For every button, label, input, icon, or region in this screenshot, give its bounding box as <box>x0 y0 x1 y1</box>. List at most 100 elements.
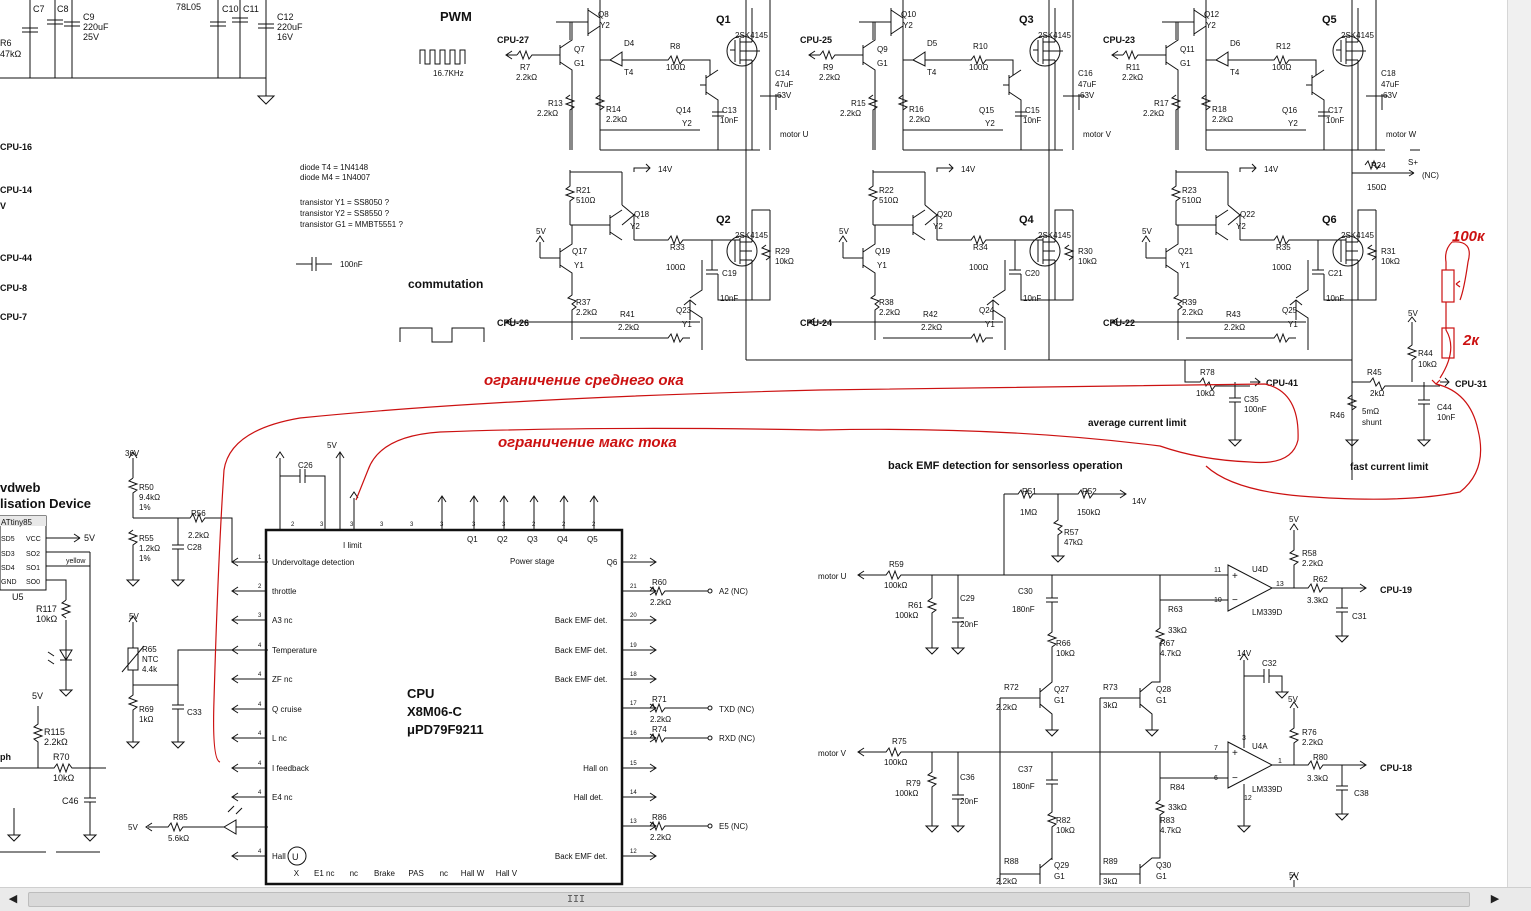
u4a-plus: + <box>1232 748 1238 759</box>
cpu-right-pin-num: 14 <box>630 790 637 796</box>
cpu-bottom-pin-label: nc <box>350 869 358 878</box>
r46-value: 5mΩ <box>1362 407 1379 416</box>
mosfet-outline <box>1029 35 1061 67</box>
cpu-bottom-pin-label: Hall V <box>496 869 518 878</box>
scroll-right-button[interactable]: ▶ <box>1490 892 1500 905</box>
u4d-pin10: 10 <box>1214 597 1222 604</box>
cpu-part: μPD79F9211 <box>407 722 484 737</box>
c-gate-label: C13 <box>722 106 737 115</box>
device-title: lisation Device <box>0 496 91 511</box>
q-top-label: Q5 <box>1322 14 1337 26</box>
cpu-left-pin-num: 4 <box>258 643 262 649</box>
u4d-pin11: 11 <box>1214 567 1221 574</box>
q-top-type: 2SK4145 <box>735 31 768 40</box>
cpu44-label: CPU-44 <box>0 253 32 263</box>
motor-label: motor V <box>1083 130 1112 139</box>
scrollbar-thumb[interactable]: III <box>28 892 1470 907</box>
r69-label: R69 <box>139 705 154 714</box>
r-h-value: 510Ω <box>1182 196 1201 205</box>
so1-pin: SO1 <box>26 565 40 572</box>
cpu-left-pin-label: I feedback <box>272 764 310 773</box>
horizontal-scrollbar[interactable]: ◀ III ▶ <box>0 887 1531 911</box>
cpu-left-pin-num: 4 <box>258 790 262 796</box>
u4a-pin12: 12 <box>1244 795 1252 802</box>
vertical-scrollbar[interactable] <box>1507 0 1531 887</box>
q-off2-type: Y1 <box>682 320 692 329</box>
r74-label: R74 <box>652 725 667 734</box>
sd5-pin: SD5 <box>1 536 15 543</box>
c-bulk-value: 47uF <box>1381 80 1399 89</box>
wire <box>469 495 479 530</box>
r115-label: R115 <box>44 727 65 737</box>
wire <box>231 704 266 714</box>
r57-value: 47kΩ <box>1064 538 1083 547</box>
r82-value: 10kΩ <box>1056 826 1075 835</box>
u4d-5v: 5V <box>1289 515 1299 524</box>
q-drv-type: G1 <box>574 59 585 68</box>
r24-label: R24 <box>1371 161 1386 170</box>
cpu-top-pin-num: 3 <box>472 522 476 528</box>
u4d-part: LM339D <box>1252 608 1282 617</box>
q-bot-label: Q2 <box>716 214 731 226</box>
wire <box>231 586 266 596</box>
r78-value: 10kΩ <box>1196 389 1215 398</box>
u4a-pin1: 1 <box>1278 758 1282 765</box>
cpu-right-pin-label: Back EMF det. <box>555 616 607 625</box>
wire <box>529 495 539 530</box>
q-pre-type: Y2 <box>903 21 913 30</box>
r84-label: R84 <box>1170 783 1185 792</box>
u4d-label: U4D <box>1252 565 1268 574</box>
r115-value: 2.2kΩ <box>44 737 68 747</box>
q-pre-label: Q10 <box>901 10 917 19</box>
cpu-in-label: CPU-27 <box>497 35 529 45</box>
r79-label: R79 <box>906 779 921 788</box>
r-g2-label: R35 <box>1276 243 1291 252</box>
u4d-plus: + <box>1232 571 1238 582</box>
r52-label: R52 <box>1082 487 1097 496</box>
wire <box>231 733 266 743</box>
cpu-left-pin-label: Q cruise <box>272 705 302 714</box>
c12-value: 220uF <box>277 22 303 32</box>
r61-value: 100kΩ <box>895 611 918 620</box>
r62-label: R62 <box>1313 575 1328 584</box>
cpu41-label: CPU-41 <box>1266 378 1298 388</box>
scroll-left-button[interactable]: ◀ <box>8 892 18 905</box>
cpu-top-pin-num: 3 <box>380 522 384 528</box>
avg-limit-annotation: ограничение среднего ока <box>484 372 684 389</box>
r45-label: R45 <box>1367 368 1382 377</box>
q-l-type: Y1 <box>574 261 584 270</box>
r45-value: 2kΩ <box>1370 389 1384 398</box>
q-h-label: Q22 <box>1240 210 1256 219</box>
gnd-pin: GND <box>1 579 17 586</box>
cpu-low-label: CPU-22 <box>1103 318 1135 328</box>
q-l-type: Y1 <box>1180 261 1190 270</box>
r117-label: R117 <box>36 604 57 614</box>
so0-pin: SO0 <box>26 579 40 586</box>
r76-label: R76 <box>1302 728 1317 737</box>
r-gs-label: R29 <box>775 247 790 256</box>
q-h-label: Q20 <box>937 210 953 219</box>
e5-nc-label: E5 (NC) <box>719 822 748 831</box>
cpu-bottom-pin-label: Brake <box>374 869 395 878</box>
u4a-5v: 5V <box>1288 695 1298 704</box>
r-l-label: R37 <box>576 298 591 307</box>
r-a-label: R13 <box>548 99 563 108</box>
c-bulk-value: 47uF <box>1078 80 1096 89</box>
cpu-left-pin-label: Undervoltage detection <box>272 558 354 567</box>
c-g2-value: 10nF <box>1326 294 1344 303</box>
cpu19-label: CPU-19 <box>1380 585 1412 595</box>
r57-label: R57 <box>1064 528 1079 537</box>
q-pre-type: Y2 <box>1206 21 1216 30</box>
cpu-right-pin-num: 21 <box>630 584 637 590</box>
c46-label: C46 <box>62 796 79 806</box>
r50-tolerance: 1% <box>139 503 151 512</box>
pwm-heading: PWM <box>440 9 472 24</box>
diode-label: D5 <box>927 39 938 48</box>
r67-value: 4.7kΩ <box>1160 649 1181 658</box>
r56-value: 2.2kΩ <box>188 531 209 540</box>
q-off-type: Y2 <box>682 119 692 128</box>
note-transistor-y1: transistor Y1 = SS8050 ? <box>300 198 390 207</box>
q-h-type: Y2 <box>933 222 943 231</box>
mosfet-outline <box>1029 235 1061 267</box>
